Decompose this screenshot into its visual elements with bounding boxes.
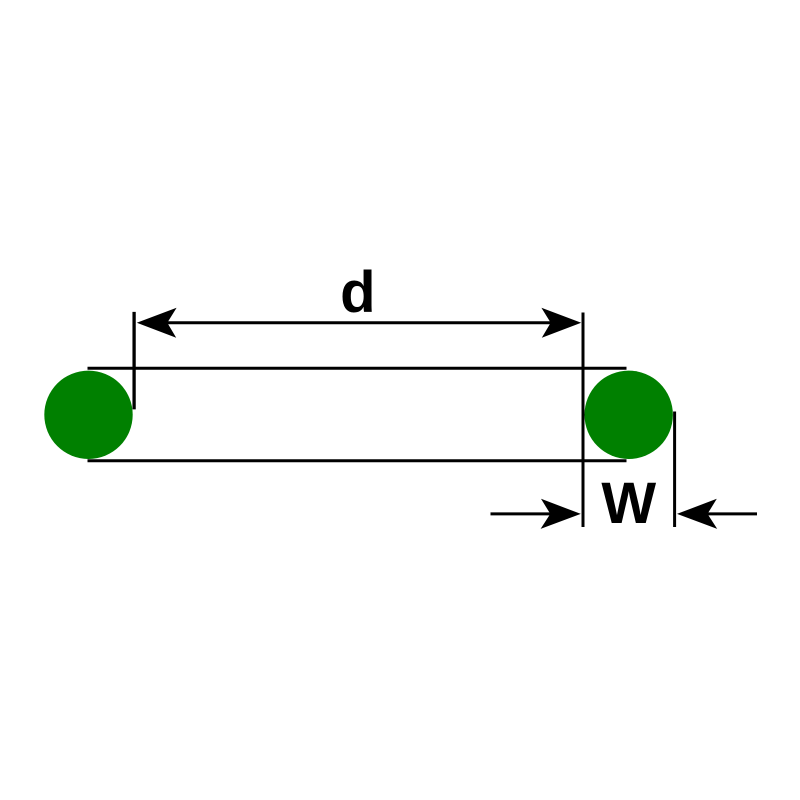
svg-text:W: W [601, 471, 656, 536]
svg-text:d: d [340, 260, 375, 325]
